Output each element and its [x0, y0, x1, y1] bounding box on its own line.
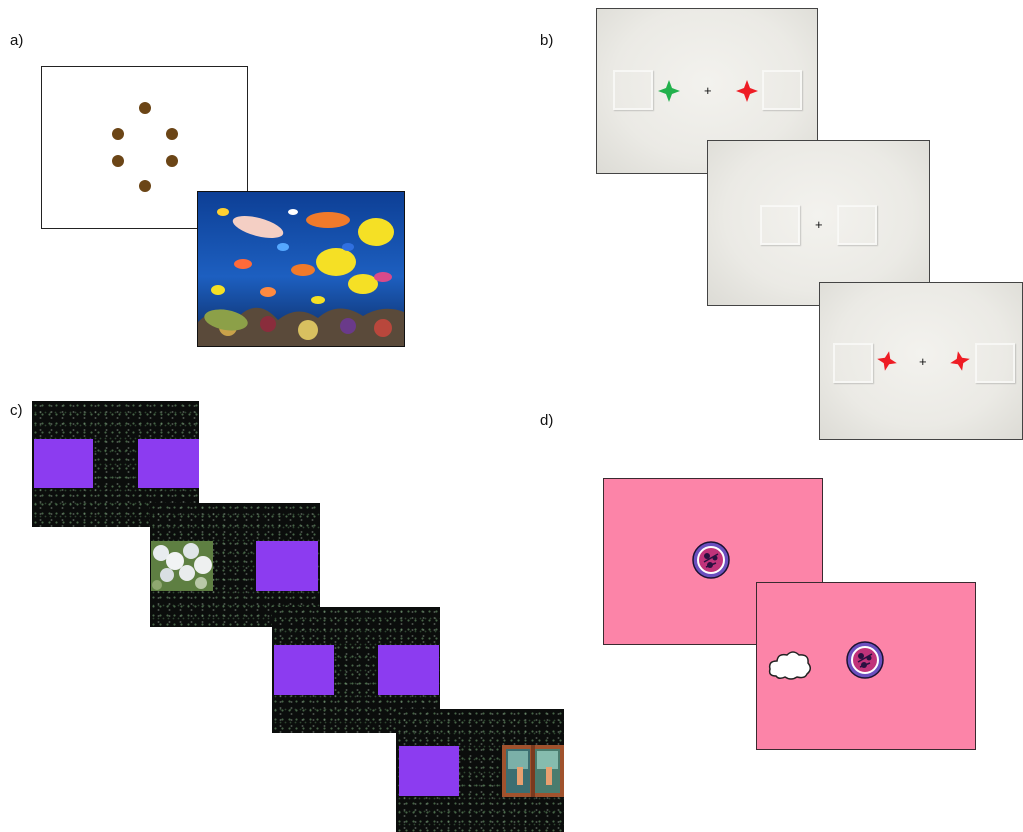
dot-stimulus [112, 155, 124, 167]
purple-box [138, 439, 199, 488]
placeholder-box [975, 343, 1015, 383]
purple-box [34, 439, 93, 488]
placeholder-box [833, 343, 873, 383]
placeholder-box [760, 205, 800, 245]
panel-a-label: a) [10, 32, 23, 49]
window-photo-icon [502, 745, 564, 797]
dot-stimulus [139, 180, 151, 192]
panel-d-screen-2 [756, 582, 976, 750]
fixation-cross: + [919, 355, 927, 368]
panel-b-label: b) [540, 32, 553, 49]
fixation-cross: + [815, 218, 823, 231]
target-token-icon [692, 541, 730, 579]
dot-stimulus [166, 128, 178, 140]
panel-d-label: d) [540, 412, 553, 429]
purple-box [399, 746, 459, 796]
star-red-icon [950, 351, 970, 371]
purple-box [274, 645, 334, 695]
fixation-cross: + [704, 84, 712, 97]
dot-stimulus [139, 102, 151, 114]
panel-c-screen-4 [396, 709, 564, 832]
target-token-icon [846, 641, 884, 679]
cloud-icon [767, 649, 813, 681]
placeholder-box [762, 70, 802, 110]
aquarium-scene-icon [198, 192, 404, 346]
flower-photo-icon [151, 541, 213, 591]
purple-box [378, 645, 439, 695]
dot-stimulus [112, 128, 124, 140]
placeholder-box [613, 70, 653, 110]
star-red-icon [877, 351, 897, 371]
star-red-icon [736, 80, 758, 102]
panel-a-aquarium-photo [197, 191, 405, 347]
dot-stimulus [166, 155, 178, 167]
star-green-icon [658, 80, 680, 102]
placeholder-box [837, 205, 877, 245]
panel-c-label: c) [10, 402, 23, 419]
panel-b-screen-3: + [819, 282, 1023, 440]
purple-box [256, 541, 318, 591]
